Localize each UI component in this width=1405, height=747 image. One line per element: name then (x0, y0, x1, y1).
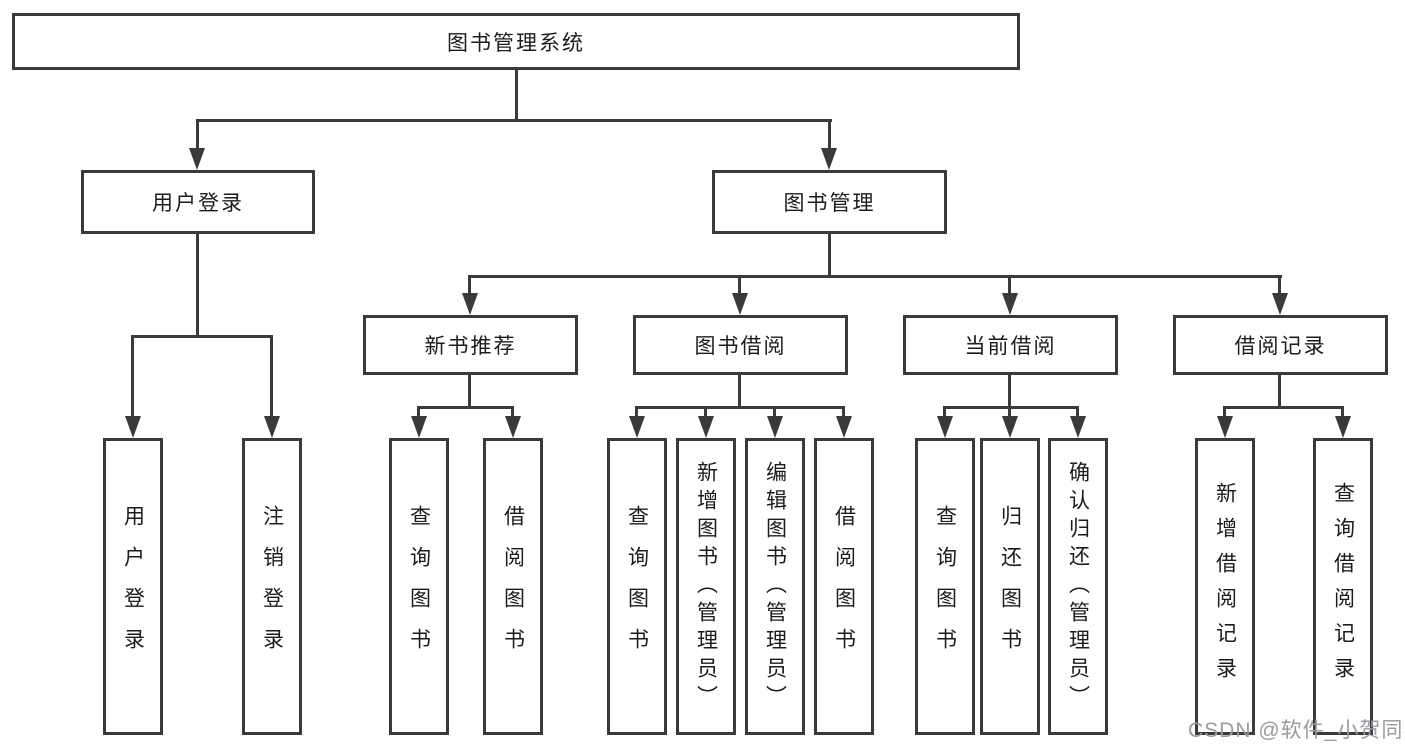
connector-borrow-records-stem (1278, 374, 1281, 409)
arrowhead-leaf-logout (264, 416, 280, 438)
arrowhead-book-mgmt (821, 148, 837, 170)
connector-leaf-bb-borrow-drop (842, 406, 845, 418)
leaf-cb-confirm-return-admin: 确认归还（管理员） (1048, 438, 1108, 735)
arrowhead-leaf-bb-borrow (836, 416, 852, 438)
node-label: 图书管理 (783, 192, 876, 215)
leaf-cb-query-books: 查询图书 (915, 438, 975, 735)
connector-root-stem (515, 68, 518, 121)
leaf-cb-return-books: 归还图书 (980, 438, 1040, 735)
connector-leaf-cb-query-drop (943, 406, 946, 418)
arrowhead-current-borrow (1002, 293, 1018, 315)
connector-user-login-drop (196, 119, 199, 150)
connector-new-book-rec-bar (417, 406, 514, 409)
node-label: 查询图书 (407, 504, 431, 669)
connector-book-mgmt-stem (828, 233, 831, 278)
arrowhead-new-book-rec (462, 293, 478, 315)
node-label: 注销登录 (260, 504, 284, 669)
node-book-borrowing: 图书借阅 (633, 315, 848, 375)
leaf-br-add-record: 新增借阅记录 (1195, 438, 1255, 735)
node-label: 当前借阅 (964, 335, 1057, 358)
connector-book-mgmt-bar (468, 275, 1282, 278)
leaf-bb-add-books-admin: 新增图书（管理员） (676, 438, 736, 735)
connector-leaf-bb-query-drop (635, 406, 638, 418)
arrowhead-leaf-bb-query (629, 416, 645, 438)
connector-current-borrow-drop (1008, 277, 1011, 295)
connector-leaf-logout-drop (270, 335, 273, 418)
arrowhead-borrow-records (1272, 293, 1288, 315)
arrowhead-leaf-br-query (1335, 416, 1351, 438)
node-label: 新增图书（管理员） (694, 460, 718, 713)
node-user-login: 用户登录 (81, 170, 315, 234)
connector-leaf-nbr-borrow-drop (511, 406, 514, 418)
connector-leaf-bb-edit-drop (773, 406, 776, 418)
arrowhead-leaf-cb-return (1002, 416, 1018, 438)
connector-book-borrow-drop (738, 277, 741, 295)
arrowhead-leaf-cb-query (937, 416, 953, 438)
node-label: 图书借阅 (694, 335, 787, 358)
arrowhead-leaf-bb-edit (767, 416, 783, 438)
node-label: 新增借阅记录 (1213, 481, 1237, 692)
node-label: 用户登录 (121, 504, 145, 669)
leaf-user-login: 用户登录 (103, 438, 163, 735)
leaf-bb-edit-books-admin: 编辑图书（管理员） (745, 438, 805, 735)
connector-new-book-rec-stem (468, 374, 471, 409)
node-label: 查询借阅记录 (1331, 481, 1355, 692)
connector-book-borrow-bar (635, 406, 845, 409)
connector-borrow-records-bar (1223, 406, 1344, 409)
node-label: 新书推荐 (424, 335, 517, 358)
connector-leaf-br-query-drop (1341, 406, 1344, 418)
arrowhead-leaf-br-add (1217, 416, 1233, 438)
node-borrowing-records: 借阅记录 (1173, 315, 1388, 375)
connector-leaf-br-add-drop (1223, 406, 1226, 418)
node-label: 编辑图书（管理员） (763, 460, 787, 713)
arrowhead-leaf-bb-add (698, 416, 714, 438)
connector-root-bar (196, 119, 832, 122)
leaf-nbr-borrow-books: 借阅图书 (483, 438, 543, 735)
node-label: 用户登录 (152, 192, 244, 215)
connector-leaf-cb-return-drop (1008, 406, 1011, 418)
leaf-bb-borrow-books: 借阅图书 (814, 438, 874, 735)
node-book-management-system: 图书管理系统 (12, 13, 1020, 70)
leaf-br-query-record: 查询借阅记录 (1313, 438, 1373, 735)
node-label: 借阅图书 (501, 504, 525, 669)
arrowhead-leaf-nbr-borrow (505, 416, 521, 438)
arrowhead-leaf-cb-confirm (1070, 416, 1086, 438)
node-label: 图书管理系统 (447, 31, 585, 55)
connector-user-login-stem (196, 233, 199, 338)
node-label: 归还图书 (998, 504, 1022, 669)
connector-new-book-rec-drop (468, 277, 471, 295)
arrowhead-leaf-user-login (125, 416, 141, 438)
node-new-book-recommendation: 新书推荐 (363, 315, 578, 375)
connector-leaf-bb-add-drop (704, 406, 707, 418)
node-label: 查询图书 (625, 504, 649, 669)
leaf-nbr-query-books: 查询图书 (389, 438, 449, 735)
node-label: 查询图书 (933, 504, 957, 669)
connector-current-borrow-stem (1008, 374, 1011, 409)
node-label: 确认归还（管理员） (1066, 460, 1090, 713)
node-label: 借阅记录 (1234, 335, 1327, 358)
node-current-borrowing: 当前借阅 (903, 315, 1118, 375)
connector-current-borrow-bar (943, 406, 1079, 409)
arrowhead-leaf-nbr-query (411, 416, 427, 438)
arrowhead-book-borrow (732, 293, 748, 315)
connector-leaf-nbr-query-drop (417, 406, 420, 418)
connector-book-mgmt-drop (828, 119, 831, 150)
leaf-bb-query-books: 查询图书 (607, 438, 667, 735)
node-label: 借阅图书 (832, 504, 856, 669)
leaf-logout: 注销登录 (242, 438, 302, 735)
connector-book-borrow-stem (738, 374, 741, 409)
node-book-management: 图书管理 (712, 170, 947, 234)
connector-leaf-cb-confirm-drop (1076, 406, 1079, 418)
connector-leaf-user-login-drop (131, 335, 134, 418)
connector-user-login-bar (131, 335, 273, 338)
connector-borrow-records-drop (1278, 277, 1281, 295)
arrowhead-user-login (189, 148, 205, 170)
csdn-watermark: CSDN @软件_小贺同学 (1188, 719, 1405, 742)
